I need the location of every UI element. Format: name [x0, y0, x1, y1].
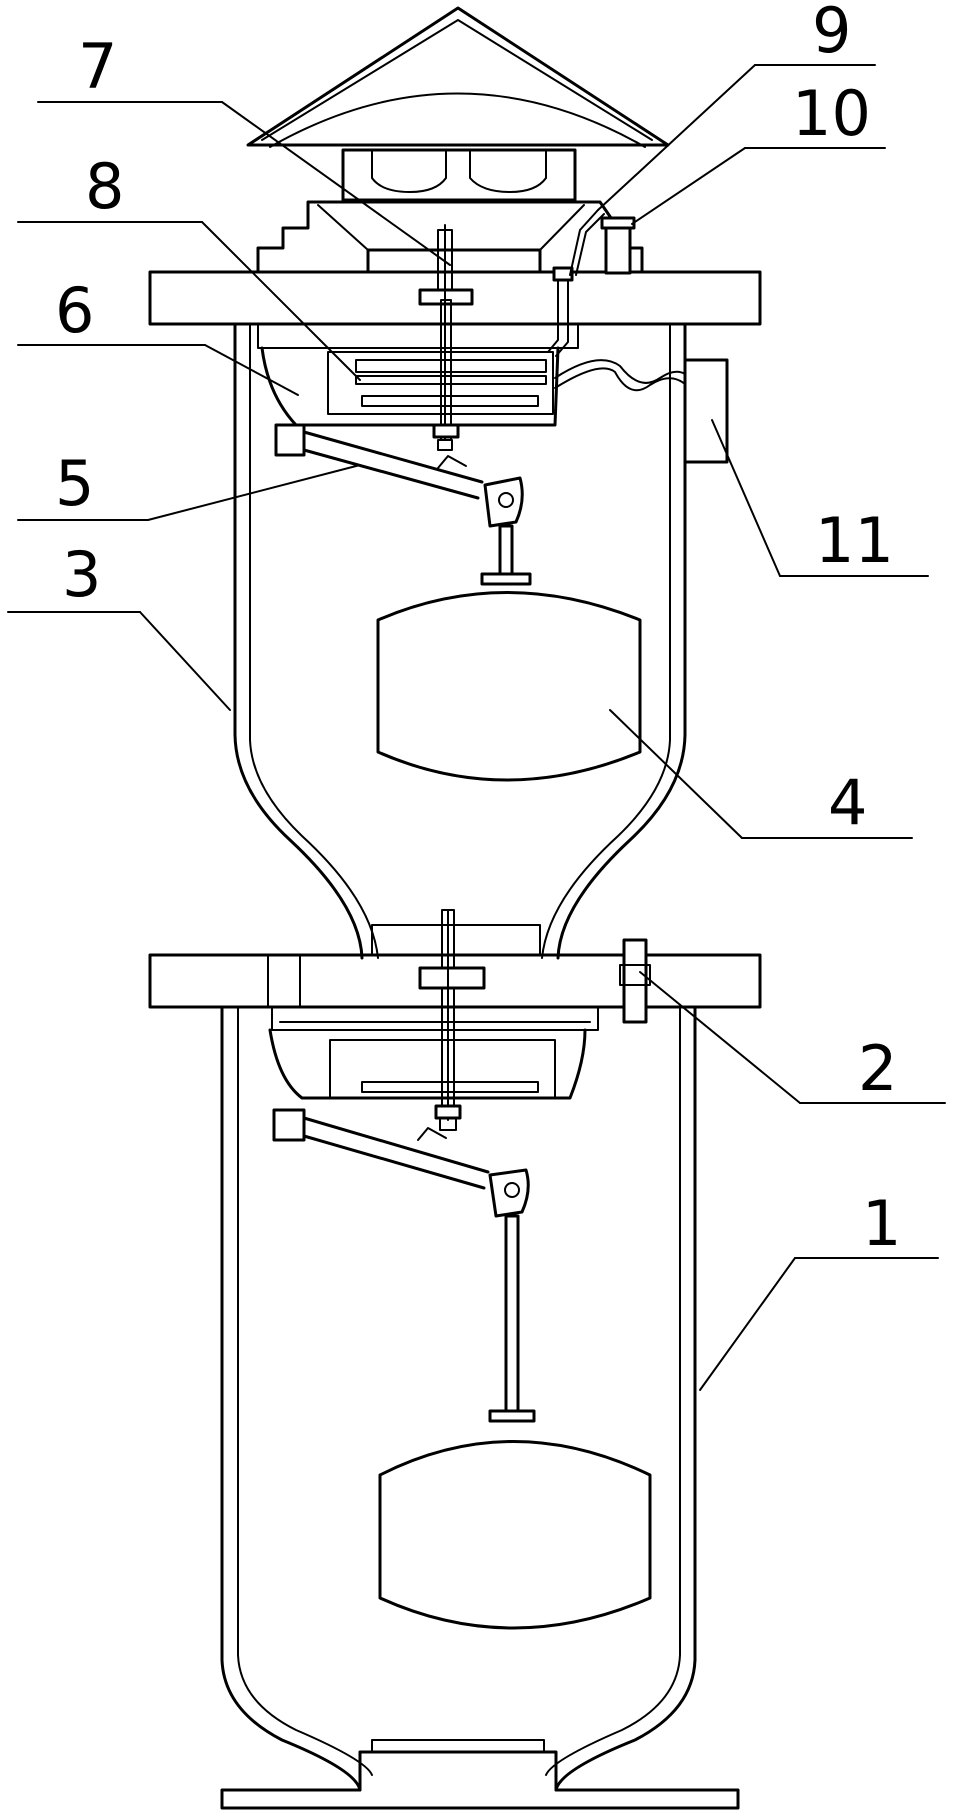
- leader-lines: [7, 64, 946, 1391]
- callout-label-8: 8: [85, 150, 124, 223]
- callout-label-11: 11: [815, 504, 894, 577]
- upper-float: [376, 591, 642, 782]
- upper-body: [233, 322, 687, 960]
- callout-label-1: 1: [862, 1187, 901, 1260]
- lower-float: [378, 1440, 652, 1630]
- callout-label-6: 6: [55, 274, 94, 347]
- upper-stem: [418, 224, 474, 451]
- callout-label-4: 4: [828, 766, 867, 839]
- callout-label-5: 5: [55, 447, 94, 520]
- callout-label-3: 3: [62, 538, 101, 611]
- upper-wiring: [547, 209, 686, 392]
- callout-label-10: 10: [792, 77, 871, 150]
- upper-flange: [148, 270, 762, 326]
- upper-lever: [274, 423, 532, 586]
- top-cap: [246, 6, 670, 202]
- callout-label-7: 7: [78, 30, 117, 103]
- lower-valve-chamber: [268, 1006, 599, 1100]
- upper-valve-chamber: [257, 323, 579, 427]
- lower-stem: [434, 909, 462, 1131]
- base: [220, 1739, 740, 1810]
- callout-label-2: 2: [858, 1032, 897, 1105]
- sensor-box: [683, 358, 729, 464]
- callout-label-9: 9: [812, 0, 851, 67]
- lower-body: [220, 1005, 697, 1792]
- lower-lever: [272, 1108, 536, 1423]
